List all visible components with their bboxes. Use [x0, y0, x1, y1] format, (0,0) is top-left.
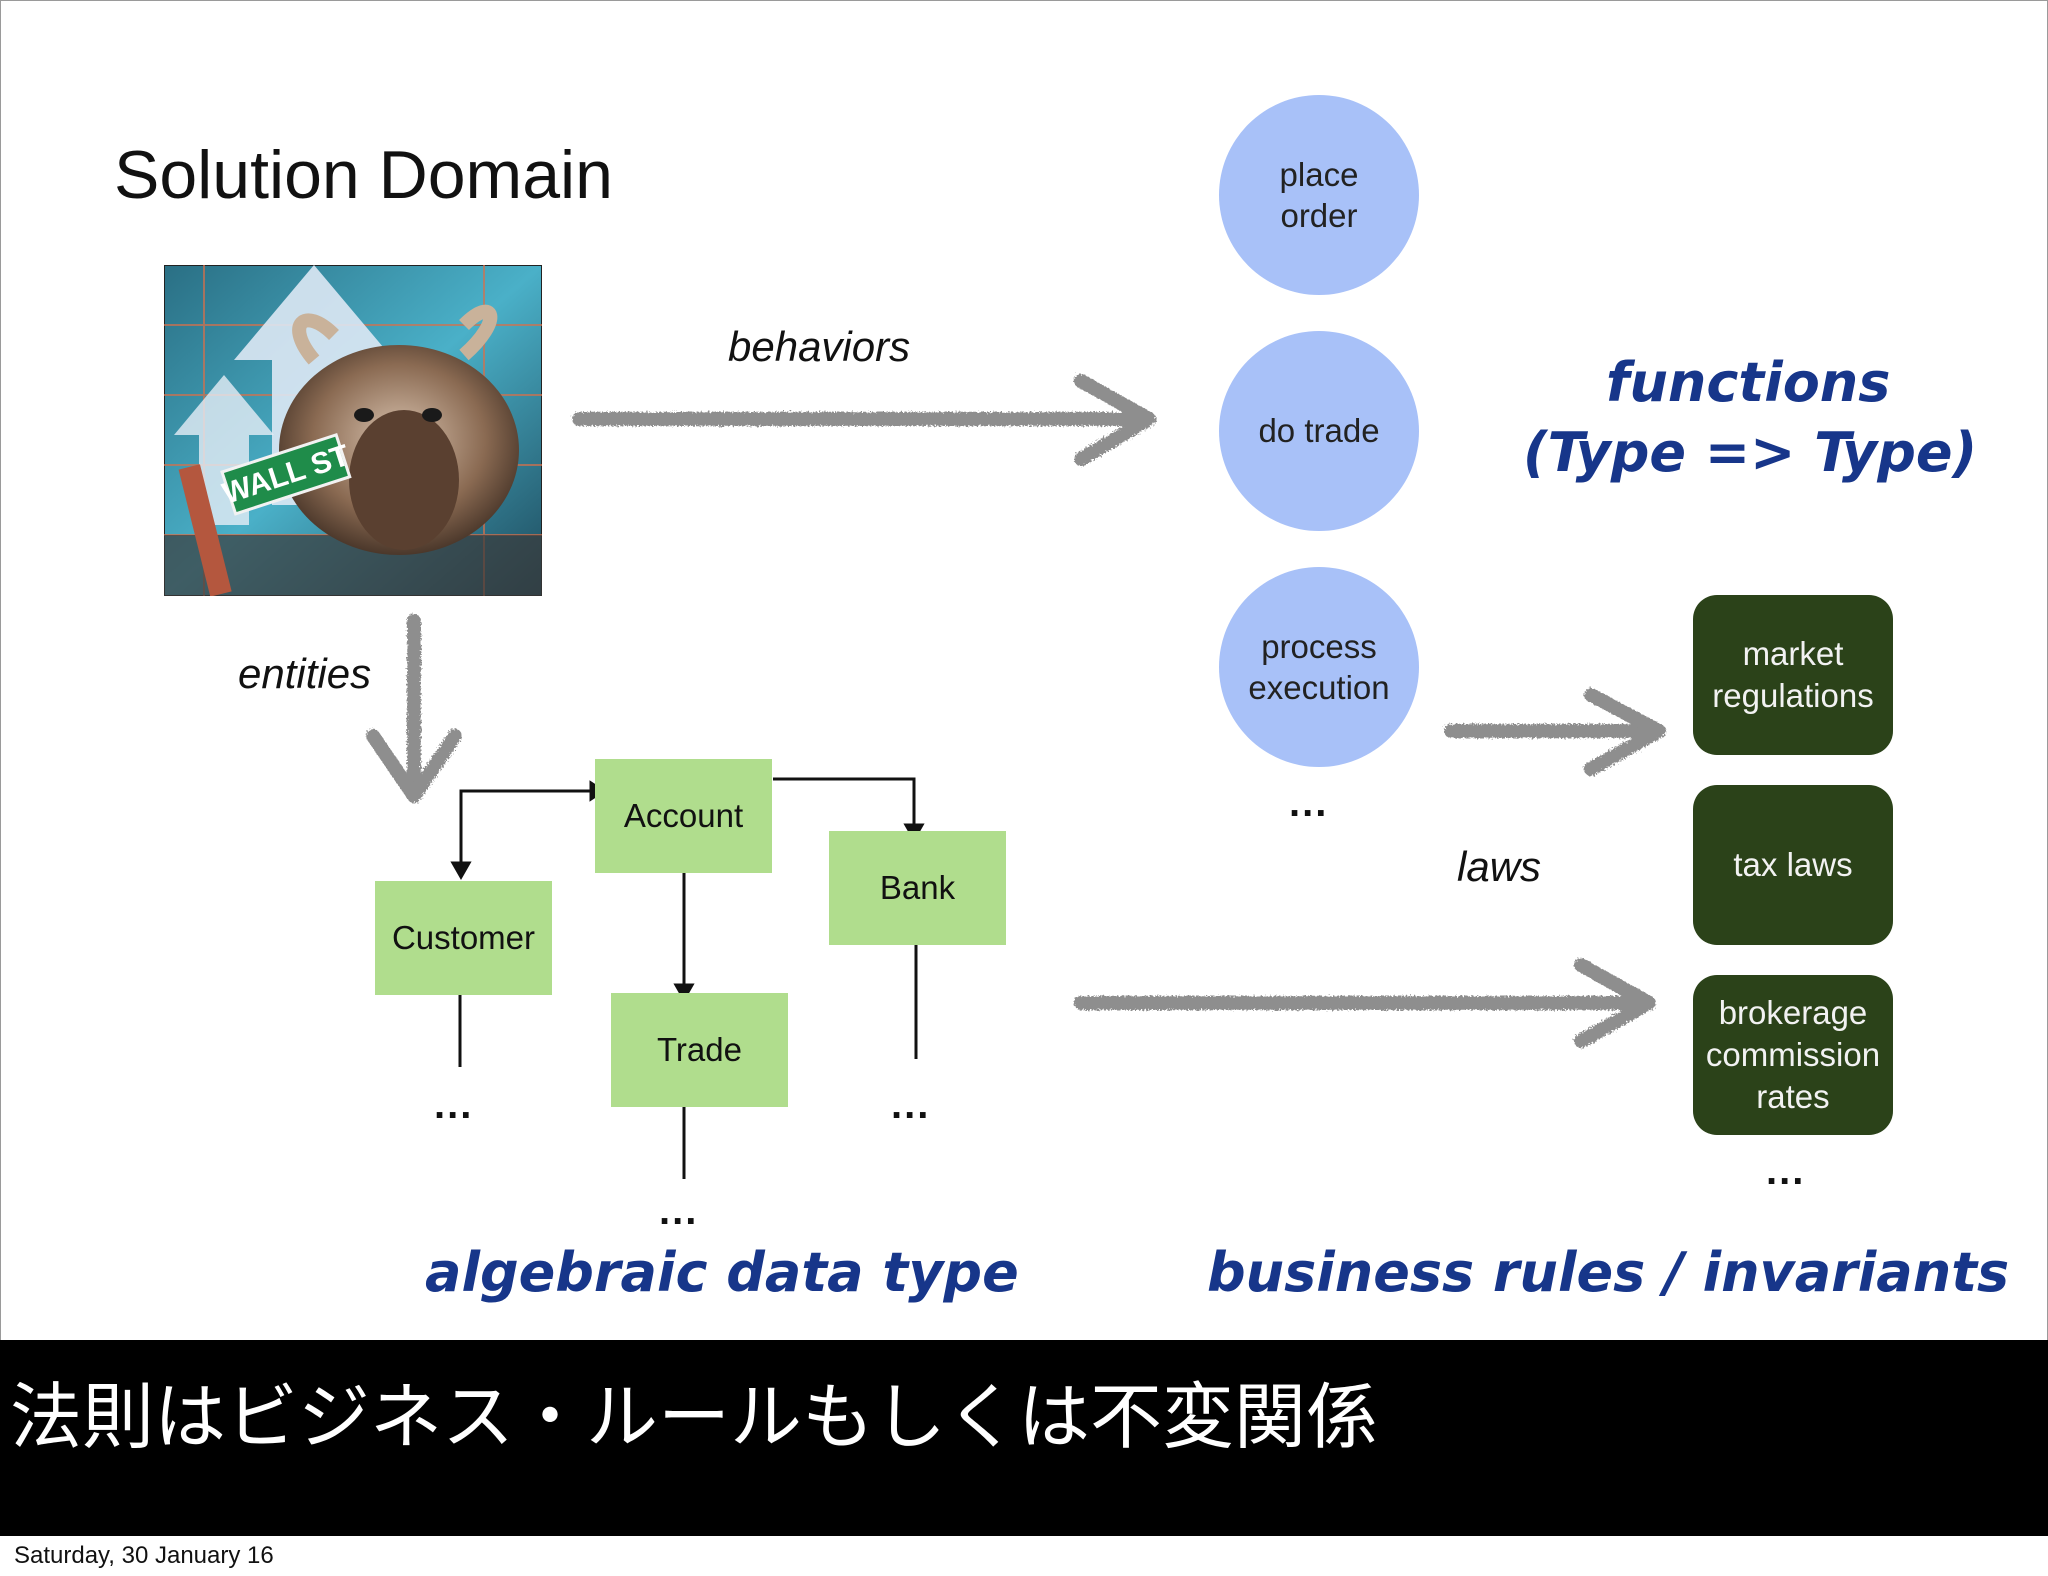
adt-title: algebraic data type	[425, 1241, 1019, 1304]
behavior-process-execution: process execution	[1219, 567, 1419, 767]
subtitle-text: 法則はビジネス・ルールもしくは不変関係	[10, 1375, 1379, 1459]
footer-date: Saturday, 30 January 16	[14, 1542, 274, 1569]
behaviors-arrow	[572, 374, 1156, 466]
behavior-do-trade: do trade	[1219, 331, 1419, 531]
laws-ellipsis: ...	[1766, 1149, 1806, 1193]
bank-ellipsis: ...	[891, 1083, 931, 1127]
functions-signature: (Type => Type)	[1523, 421, 1978, 484]
slide-title: Solution Domain	[114, 137, 613, 213]
entity-bank: Bank	[829, 831, 1006, 945]
behaviors-ellipsis: ...	[1289, 781, 1329, 825]
entity-account: Account	[595, 759, 772, 873]
business-rules-title: business rules / invariants	[1207, 1241, 2010, 1304]
entity-customer: Customer	[375, 881, 552, 995]
arrows-layer	[366, 374, 1666, 1179]
laws-arrow-lower	[1074, 958, 1656, 1048]
behaviors-label: behaviors	[728, 323, 911, 370]
slide: Solution Domain	[0, 0, 2048, 1342]
entities-label: entities	[238, 650, 372, 697]
subtitle-bar: 法則はビジネス・ルールもしくは不変関係	[0, 1340, 2048, 1536]
entities-arrow	[366, 614, 462, 803]
laws-arrow-upper	[1444, 688, 1666, 776]
wall-street-bull-image: WALL ST	[163, 264, 543, 597]
law-brokerage-commission-rates: brokerage commission rates	[1693, 975, 1893, 1135]
law-market-regulations: market regulations	[1693, 595, 1893, 755]
entity-trade: Trade	[611, 993, 788, 1107]
trade-ellipsis: ...	[659, 1189, 699, 1233]
functions-title: functions	[1606, 351, 1891, 414]
law-tax-laws: tax laws	[1693, 785, 1893, 945]
behavior-place-order: place order	[1219, 95, 1419, 295]
laws-label: laws	[1457, 843, 1542, 890]
customer-ellipsis: ...	[434, 1083, 474, 1127]
